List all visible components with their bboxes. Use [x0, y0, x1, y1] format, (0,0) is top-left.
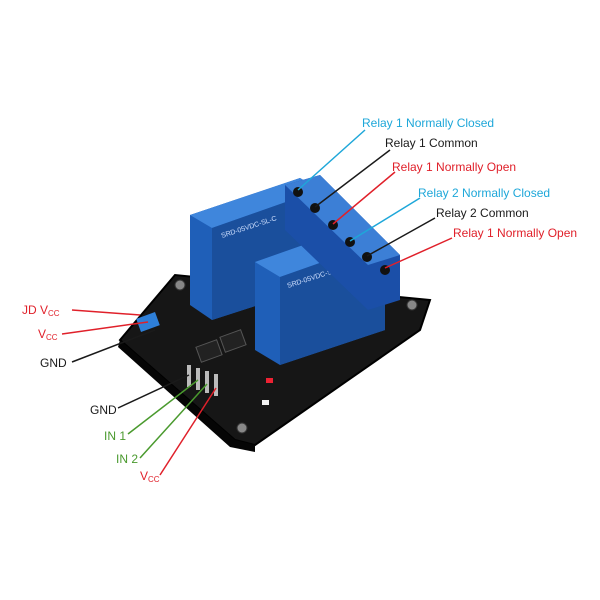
label-vcc2: VCC	[140, 469, 160, 484]
leader-vcc	[61, 321, 149, 335]
label-in1: IN 1	[104, 429, 127, 443]
mounting-hole	[406, 299, 418, 311]
leader-r1-nc	[297, 129, 366, 191]
leader-in2	[139, 383, 208, 459]
label-relay1-no: Relay 1 Normally Open	[392, 160, 517, 174]
leader-jd-vcc	[71, 309, 141, 316]
label-relay1-nc: Relay 1 Normally Closed	[362, 116, 495, 130]
leader-r1-no	[332, 171, 396, 225]
label-relay2-nc: Relay 2 Normally Closed	[418, 186, 551, 200]
label-gnd-bottom: GND	[90, 403, 117, 417]
mounting-hole	[236, 422, 248, 434]
label-relay2-com: Relay 2 Common	[436, 206, 529, 220]
leader-in1	[127, 379, 199, 435]
leader-vcc2	[159, 387, 217, 476]
led	[262, 400, 269, 405]
pcb-edge	[118, 340, 255, 452]
input-header	[187, 365, 218, 396]
leader-r2-no	[384, 237, 453, 269]
optocoupler	[195, 339, 223, 363]
led	[266, 378, 273, 383]
label-gnd-top: GND	[40, 356, 67, 370]
label-jd-vcc: JD VCC	[22, 303, 60, 318]
leader-r1-com	[314, 149, 391, 208]
mounting-hole	[174, 279, 186, 291]
leader-gnd-bottom	[117, 374, 190, 409]
optocoupler	[219, 329, 247, 353]
leader-r2-nc	[349, 197, 421, 242]
label-in2: IN 2	[116, 452, 139, 466]
leader-gnd-top	[71, 329, 156, 363]
label-relay2-no: Relay 1 Normally Open	[453, 226, 578, 240]
leader-r2-com	[366, 217, 436, 257]
label-vcc: VCC	[38, 327, 58, 342]
label-relay1-com: Relay 1 Common	[385, 136, 478, 150]
